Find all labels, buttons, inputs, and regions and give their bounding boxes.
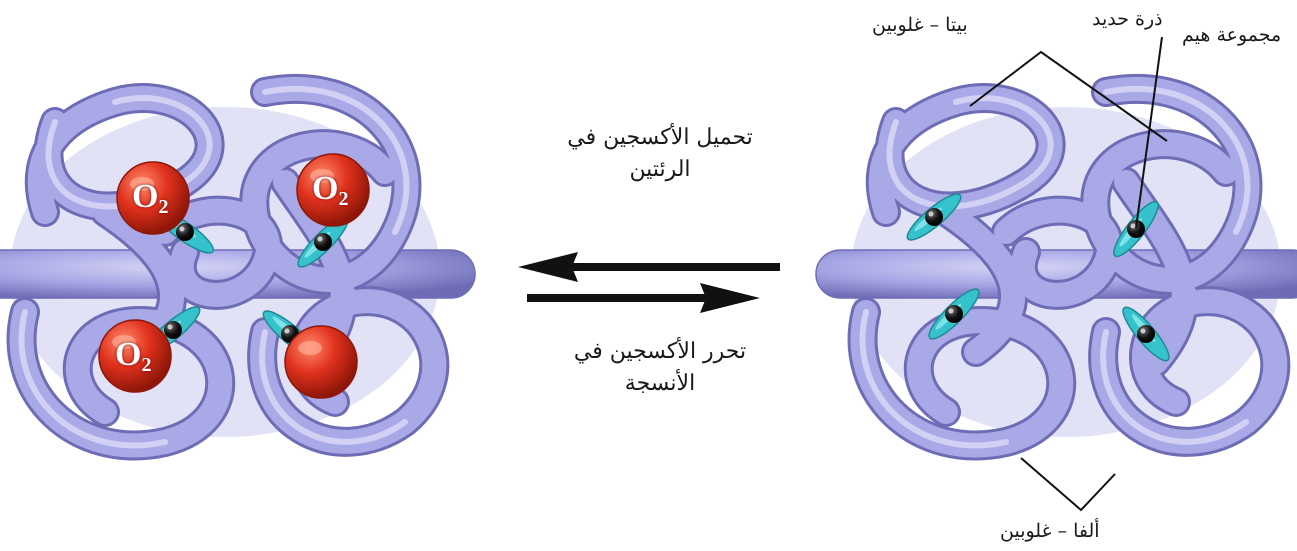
- loading-caption-line1: تحميل الأكسجين في: [567, 125, 753, 150]
- oxygen-molecule-icon: [284, 325, 358, 399]
- alpha-globin-label: ألفا – غلوبين: [1000, 520, 1100, 542]
- iron-atom-label: ذرة حديد: [1092, 8, 1163, 30]
- iron-atom-icon: [945, 305, 963, 323]
- release-caption-line2: الأنسجة: [624, 370, 696, 396]
- label-leader-lines: [969, 36, 1168, 512]
- heme-group-label: مجموعة هيم: [1182, 24, 1282, 46]
- loading-caption-line2: الرئتين: [629, 156, 691, 182]
- oxygen-label: O2: [132, 178, 169, 218]
- alpha-globin-leader: [1020, 457, 1116, 512]
- oxygen-label: O2: [115, 336, 152, 376]
- oxygen-label: O2: [312, 170, 349, 210]
- beta-globin-label: بيتا – غلوبين: [872, 14, 968, 36]
- iron-atom-icon: [1137, 325, 1155, 343]
- equilibrium-arrows: [518, 252, 780, 313]
- iron-atom-icon: [314, 233, 332, 251]
- beta-globin-leader: [969, 50, 1168, 142]
- release-arrow-right: [527, 283, 760, 313]
- iron-atom-leader: [1135, 36, 1163, 229]
- release-caption: تحرر الأكسجين في الأنسجة: [540, 336, 780, 400]
- iron-atom-icon: [925, 208, 943, 226]
- oxyhemoglobin-molecule: [0, 89, 475, 446]
- iron-atom-icon: [164, 321, 182, 339]
- deoxyhemoglobin-molecule: [816, 89, 1297, 446]
- release-caption-line1: تحرر الأكسجين في: [573, 339, 747, 364]
- loading-arrow-left: [518, 252, 780, 282]
- loading-caption: تحميل الأكسجين في الرئتين: [540, 122, 780, 186]
- iron-atom-icon: [176, 223, 194, 241]
